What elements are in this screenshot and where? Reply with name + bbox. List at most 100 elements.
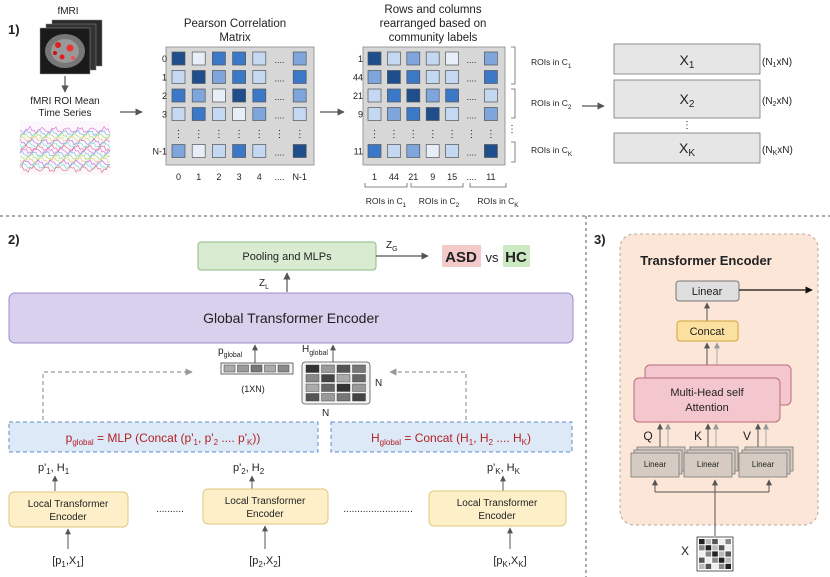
k-label: K	[694, 429, 702, 443]
dashed-arrow-right	[389, 368, 467, 420]
matrix-hdots: ....	[466, 148, 476, 158]
matrix-cell	[445, 70, 459, 84]
h-global-label: Hglobal	[302, 344, 328, 357]
matrix-col-label: ....	[274, 172, 284, 182]
matrix-cell	[305, 364, 320, 373]
matrix-cell	[484, 144, 498, 158]
attention-box	[633, 377, 781, 423]
x-grid-cell	[705, 539, 712, 545]
matrix-cell	[191, 107, 206, 121]
linear-box	[675, 280, 740, 302]
timeseries-line	[19, 138, 111, 147]
asd-label: ASD	[445, 249, 477, 266]
matrix-cell	[292, 70, 307, 84]
timeseries-line	[19, 131, 111, 141]
matrix-cell	[292, 107, 307, 121]
local-encoder-2	[202, 488, 329, 525]
vector-cell	[237, 364, 249, 373]
matrix-vdots: ⋮	[174, 129, 184, 140]
local-encoder-k-line1: Local Transformer	[457, 498, 538, 509]
matrix-cell	[367, 70, 382, 84]
linear-v-stack	[738, 446, 794, 478]
matrix-cell	[336, 374, 351, 383]
matrix-cell	[305, 393, 320, 402]
x-grid-cell	[725, 545, 731, 551]
matrix-vdots: ⋮	[486, 129, 496, 140]
matrix-cell	[445, 88, 459, 103]
matrix-col-label: ....	[466, 172, 476, 182]
local-encoder-k-line2: Encoder	[478, 511, 516, 522]
x-grid-cell	[725, 539, 731, 545]
matrix-cell	[252, 144, 267, 158]
matrix-cell	[387, 51, 401, 66]
h-global-n-right: N	[375, 378, 382, 389]
vector-cell	[223, 364, 236, 373]
matrix-cell	[406, 88, 421, 103]
bottom-group-label-c1: ROIs in C1	[366, 196, 407, 209]
matrix-cell	[191, 70, 206, 84]
matrix-cell	[321, 393, 335, 402]
global-transformer-encoder-label: Global Transformer Encoder	[203, 310, 379, 326]
x-grid-cell	[705, 557, 712, 563]
matrix-cell	[387, 88, 401, 103]
matrix-cell	[292, 144, 307, 158]
x1-label: X1	[680, 52, 695, 71]
x2-dim: (N2xN)	[762, 96, 792, 108]
x-grid-cell	[705, 551, 712, 557]
matrix-cell	[232, 70, 246, 84]
hc-label: HC	[505, 249, 527, 266]
matrix-col-label: N-1	[292, 172, 307, 182]
matrix-cell	[212, 88, 226, 103]
local-encoder-1	[8, 491, 129, 528]
x-grid-cell	[718, 551, 725, 557]
x-grid-cell	[718, 545, 725, 551]
matrix-cell	[232, 144, 246, 158]
matrix-cell	[305, 374, 320, 383]
x-input-label: X	[681, 544, 689, 558]
linear-k-stack	[683, 446, 739, 478]
pearson-matrix-cells: ................⋮⋮⋮⋮⋮⋮⋮....	[171, 51, 307, 158]
vector-cell	[277, 364, 290, 373]
rearranged-group-brackets	[364, 183, 507, 188]
matrix-col-label: 15	[447, 172, 457, 182]
x-grid-cell	[712, 551, 718, 557]
brace-label-c2: ROIs in C2	[531, 98, 572, 111]
matrix-cell	[171, 70, 186, 84]
linear-label: Linear	[692, 286, 723, 298]
matrix-vdots: ⋮	[234, 129, 244, 140]
matrix-cell	[387, 107, 401, 121]
matrix-col-label: 1	[196, 172, 201, 182]
zg-label: ZG	[386, 240, 398, 253]
x-grid-cell	[712, 545, 718, 551]
matrix-cell	[406, 144, 421, 158]
xk-block	[613, 132, 761, 164]
concat-label: Concat	[690, 326, 725, 338]
input-label-k: [pK,XK]	[493, 555, 526, 569]
linear-q-label: Linear	[644, 460, 667, 469]
matrix-cell	[336, 383, 351, 392]
matrix-cell	[445, 107, 459, 121]
matrix-vdots: ⋮	[389, 129, 399, 140]
linear-v-label: Linear	[752, 460, 775, 469]
timeseries-line	[19, 125, 111, 135]
fmri-brain-stack	[39, 19, 103, 75]
matrix-col-label: 9	[430, 172, 435, 182]
h-global-formula: Hglobal = Concat (H1, H2 .... HK)	[371, 431, 531, 447]
matrix-vdots: ⋮	[467, 129, 477, 140]
input-label-2: [p2,X2]	[249, 555, 281, 569]
dashed-arrow-left	[42, 368, 193, 420]
timeseries-line	[19, 134, 111, 144]
matrix-cell	[352, 374, 366, 383]
matrix-cell	[425, 51, 440, 66]
matrix-hdots: ....	[274, 92, 284, 102]
x1-dim: (N1xN)	[762, 57, 792, 69]
matrix-row-label: 3	[162, 110, 167, 120]
x-grid-cell	[725, 563, 731, 569]
vector-cell	[264, 364, 276, 373]
panel1-label: 1)	[8, 22, 20, 37]
matrix-cell	[484, 107, 498, 121]
timeseries-line	[19, 146, 111, 155]
matrix-col-label: 1	[372, 172, 377, 182]
brace-gap-dots: ⋮	[507, 124, 517, 135]
